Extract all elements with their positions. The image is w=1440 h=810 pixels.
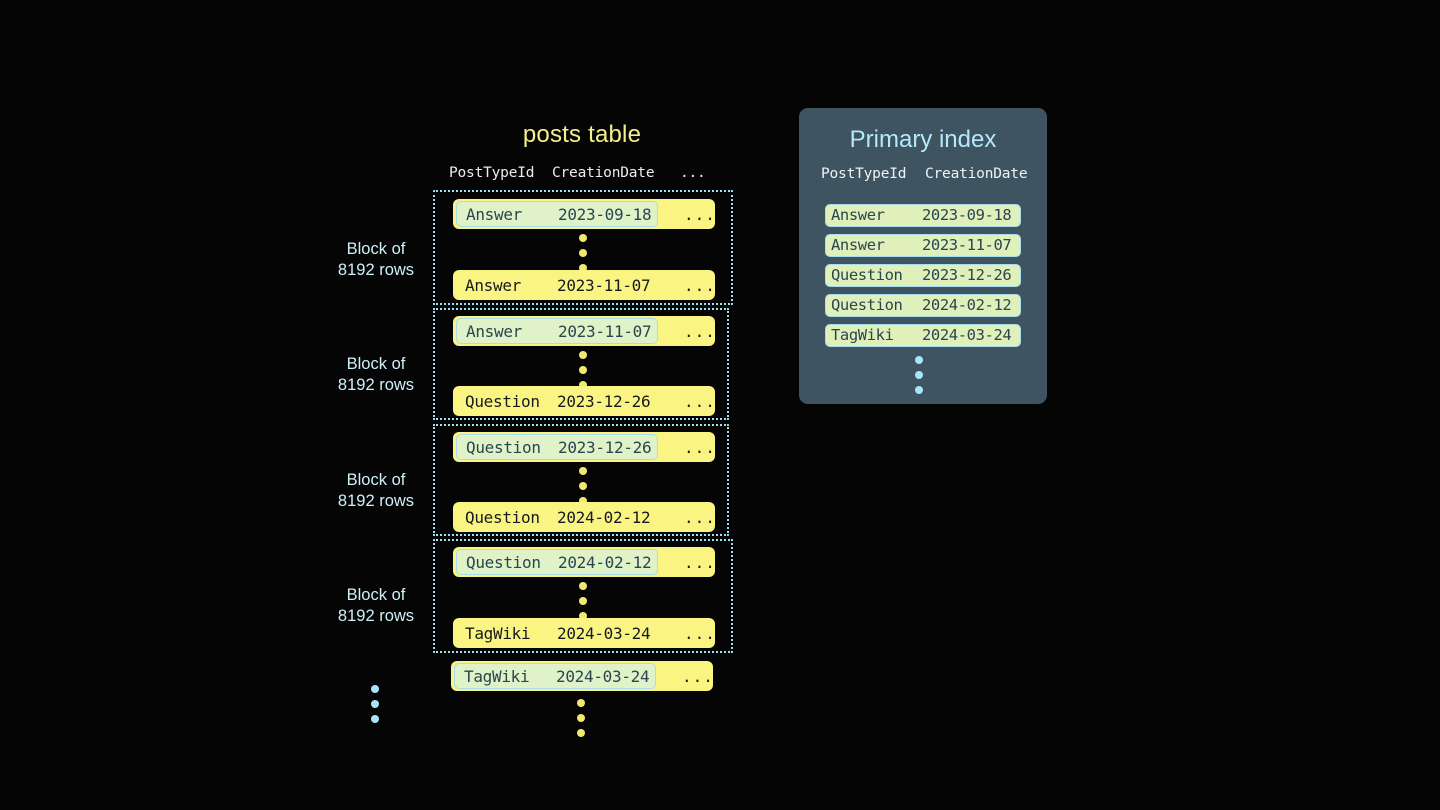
index-entry[interactable]: Answer 2023-11-07 bbox=[825, 234, 1021, 257]
table-block-2: Answer 2023-11-07 ... Question 2023-12-2… bbox=[433, 308, 729, 420]
column-header-posttypeid: PostTypeId bbox=[821, 166, 907, 182]
cell-creationdate: 2023-09-18 bbox=[558, 204, 652, 224]
cell-posttypeid: Question bbox=[466, 437, 541, 457]
block-label-1: Block of 8192 rows bbox=[306, 239, 446, 281]
row-gap-ellipsis-dots bbox=[579, 582, 589, 627]
cell-rest-ellipsis: ... bbox=[684, 205, 716, 224]
row-key-cells: TagWiki 2024-03-24 bbox=[454, 663, 656, 689]
table-block-3: Question 2023-12-26 ... Question 2024-02… bbox=[433, 424, 729, 536]
column-header-creationdate: CreationDate bbox=[925, 166, 1028, 182]
cell-creationdate: 2023-11-07 bbox=[922, 236, 1012, 254]
cell-creationdate: 2023-12-26 bbox=[558, 437, 652, 457]
block-label-4-line1: Block of bbox=[346, 586, 406, 604]
index-entry[interactable]: Question 2024-02-12 bbox=[825, 294, 1021, 317]
row-key-cells: Question 2024-02-12 bbox=[456, 504, 658, 530]
row-gap-ellipsis-dots bbox=[579, 234, 589, 279]
cell-posttypeid: TagWiki bbox=[465, 623, 531, 643]
primary-index-panel: Primary index PostTypeId CreationDate An… bbox=[799, 108, 1047, 404]
row-key-cells: Question 2024-02-12 bbox=[456, 549, 658, 575]
cell-rest-ellipsis: ... bbox=[684, 392, 716, 411]
table-row[interactable]: Question 2023-12-26 ... bbox=[453, 432, 715, 462]
cell-rest-ellipsis: ... bbox=[684, 322, 716, 341]
block-label-3-line2: 8192 rows bbox=[337, 492, 415, 510]
column-header-creationdate: CreationDate bbox=[552, 165, 655, 181]
cell-creationdate: 2024-03-24 bbox=[556, 666, 650, 686]
block-label-2: Block of 8192 rows bbox=[306, 354, 446, 396]
block-label-4-line2: 8192 rows bbox=[337, 607, 415, 625]
cell-creationdate: 2024-02-12 bbox=[922, 296, 1012, 314]
block-label-3: Block of 8192 rows bbox=[306, 470, 446, 512]
table-continues-dots bbox=[577, 699, 587, 744]
table-row[interactable]: Question 2024-02-12 ... bbox=[453, 547, 715, 577]
cell-posttypeid: Question bbox=[466, 552, 541, 572]
cell-rest-ellipsis: ... bbox=[684, 553, 716, 572]
cell-creationdate: 2023-12-26 bbox=[922, 266, 1012, 284]
cell-posttypeid: TagWiki bbox=[831, 326, 894, 344]
primary-index-title: Primary index bbox=[849, 126, 997, 153]
cell-posttypeid: Question bbox=[831, 266, 903, 284]
table-row[interactable]: TagWiki 2024-03-24 ... bbox=[451, 661, 713, 691]
cell-creationdate: 2024-02-12 bbox=[557, 507, 651, 527]
column-header-ellipsis: ... bbox=[680, 165, 706, 181]
cell-rest-ellipsis: ... bbox=[682, 667, 714, 686]
row-gap-ellipsis-dots bbox=[579, 467, 589, 512]
row-key-cells: Answer 2023-11-07 bbox=[456, 272, 658, 298]
cell-creationdate: 2024-03-24 bbox=[922, 326, 1012, 344]
index-entry[interactable]: Question 2023-12-26 bbox=[825, 264, 1021, 287]
cell-posttypeid: Answer bbox=[831, 206, 885, 224]
table-row[interactable]: Question 2024-02-12 ... bbox=[453, 502, 715, 532]
table-row[interactable]: TagWiki 2024-03-24 ... bbox=[453, 618, 715, 648]
row-gap-ellipsis-dots bbox=[579, 351, 589, 396]
column-header-posttypeid: PostTypeId bbox=[449, 165, 535, 181]
row-key-cells: Answer 2023-11-07 bbox=[456, 318, 658, 344]
row-key-cells: TagWiki 2024-03-24 bbox=[456, 620, 658, 646]
cell-posttypeid: Answer bbox=[466, 321, 522, 341]
table-block-1: Answer 2023-09-18 ... Answer 2023-11-07 … bbox=[433, 190, 733, 305]
cell-posttypeid: Question bbox=[465, 507, 540, 527]
cell-rest-ellipsis: ... bbox=[684, 438, 716, 457]
cell-creationdate: 2023-12-26 bbox=[557, 391, 651, 411]
index-entry[interactable]: TagWiki 2024-03-24 bbox=[825, 324, 1021, 347]
block-label-4: Block of 8192 rows bbox=[306, 585, 446, 627]
cell-creationdate: 2023-09-18 bbox=[922, 206, 1012, 224]
cell-rest-ellipsis: ... bbox=[684, 508, 716, 527]
cell-rest-ellipsis: ... bbox=[684, 624, 716, 643]
cell-posttypeid: Question bbox=[465, 391, 540, 411]
cell-creationdate: 2024-03-24 bbox=[557, 623, 651, 643]
row-key-cells: Question 2023-12-26 bbox=[456, 388, 658, 414]
block-label-2-line2: 8192 rows bbox=[337, 376, 415, 394]
row-key-cells: Answer 2023-09-18 bbox=[456, 201, 658, 227]
blocks-continue-dots bbox=[371, 685, 381, 730]
cell-posttypeid: Answer bbox=[465, 275, 521, 295]
index-entry[interactable]: Answer 2023-09-18 bbox=[825, 204, 1021, 227]
table-row[interactable]: Answer 2023-11-07 ... bbox=[453, 316, 715, 346]
block-label-1-line2: 8192 rows bbox=[337, 261, 415, 279]
cell-creationdate: 2024-02-12 bbox=[558, 552, 652, 572]
cell-rest-ellipsis: ... bbox=[684, 276, 716, 295]
table-row[interactable]: Answer 2023-09-18 ... bbox=[453, 199, 715, 229]
block-label-2-line1: Block of bbox=[346, 355, 406, 373]
index-continues-dots bbox=[915, 356, 925, 401]
table-row[interactable]: Question 2023-12-26 ... bbox=[453, 386, 715, 416]
cell-posttypeid: Answer bbox=[831, 236, 885, 254]
cell-creationdate: 2023-11-07 bbox=[557, 275, 651, 295]
posts-table-title: posts table bbox=[522, 121, 642, 148]
cell-posttypeid: Answer bbox=[466, 204, 522, 224]
table-block-4: Question 2024-02-12 ... TagWiki 2024-03-… bbox=[433, 539, 733, 653]
row-key-cells: Question 2023-12-26 bbox=[456, 434, 658, 460]
block-label-3-line1: Block of bbox=[346, 471, 406, 489]
cell-creationdate: 2023-11-07 bbox=[558, 321, 652, 341]
cell-posttypeid: TagWiki bbox=[464, 666, 530, 686]
block-label-1-line1: Block of bbox=[346, 240, 406, 258]
cell-posttypeid: Question bbox=[831, 296, 903, 314]
posts-table-column-headers: PostTypeId CreationDate ... bbox=[432, 165, 732, 185]
primary-index-column-headers: PostTypeId CreationDate bbox=[799, 166, 1047, 186]
table-row[interactable]: Answer 2023-11-07 ... bbox=[453, 270, 715, 300]
